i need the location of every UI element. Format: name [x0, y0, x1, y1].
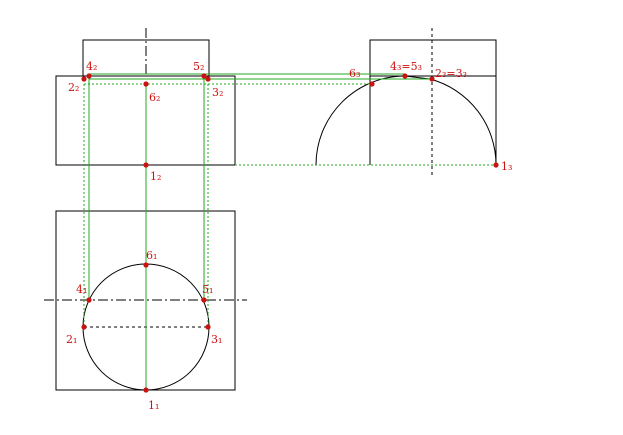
label-1-side: 1₃ — [501, 160, 512, 173]
side-view — [315, 28, 497, 176]
point-2-top — [81, 324, 87, 330]
point-2-3-side — [429, 76, 435, 82]
label-3-front: 3₂ — [212, 86, 223, 99]
label-3-top: 3₁ — [211, 333, 222, 346]
point-3-top — [205, 324, 211, 330]
point-5-front — [201, 73, 207, 79]
label-2-3-side: 2₃=3₃ — [435, 67, 467, 80]
side-view-upper-block — [369, 39, 497, 77]
point-6-front — [143, 81, 149, 87]
point-4-top — [86, 297, 92, 303]
point-labels: 2₂ 4₂ 6₂ 5₂ 3₂ 1₂ 6₃ 4₃=5₃ 2₃=3₃ 1₃ 6₁ 4… — [66, 60, 512, 412]
label-2-top: 2₁ — [66, 333, 77, 346]
label-5-top: 5₁ — [202, 283, 213, 296]
point-3-front — [205, 76, 211, 82]
label-4-front: 4₂ — [86, 60, 97, 73]
label-6-front: 6₂ — [149, 91, 160, 104]
label-4-top: 4₁ — [76, 283, 87, 296]
point-2-front — [81, 76, 87, 82]
label-4-5-side: 4₃=5₃ — [390, 60, 422, 73]
label-6-top: 6₁ — [146, 249, 157, 262]
label-1-top: 1₁ — [148, 399, 159, 412]
point-4-front — [86, 73, 92, 79]
point-6-top — [143, 262, 149, 268]
point-5-top — [201, 297, 207, 303]
point-1-top — [143, 387, 149, 393]
projection-lines — [83, 73, 496, 390]
point-1-front — [143, 162, 149, 168]
label-6-side: 6₃ — [349, 67, 360, 80]
point-1-side — [493, 162, 499, 168]
construction-points — [81, 73, 499, 393]
label-5-front: 5₂ — [193, 60, 204, 73]
side-view-section-curve — [315, 75, 497, 166]
point-4-5-side — [402, 73, 408, 79]
label-2-front: 2₂ — [68, 81, 79, 94]
label-1-front: 1₂ — [150, 170, 161, 183]
point-6-side — [369, 81, 375, 87]
